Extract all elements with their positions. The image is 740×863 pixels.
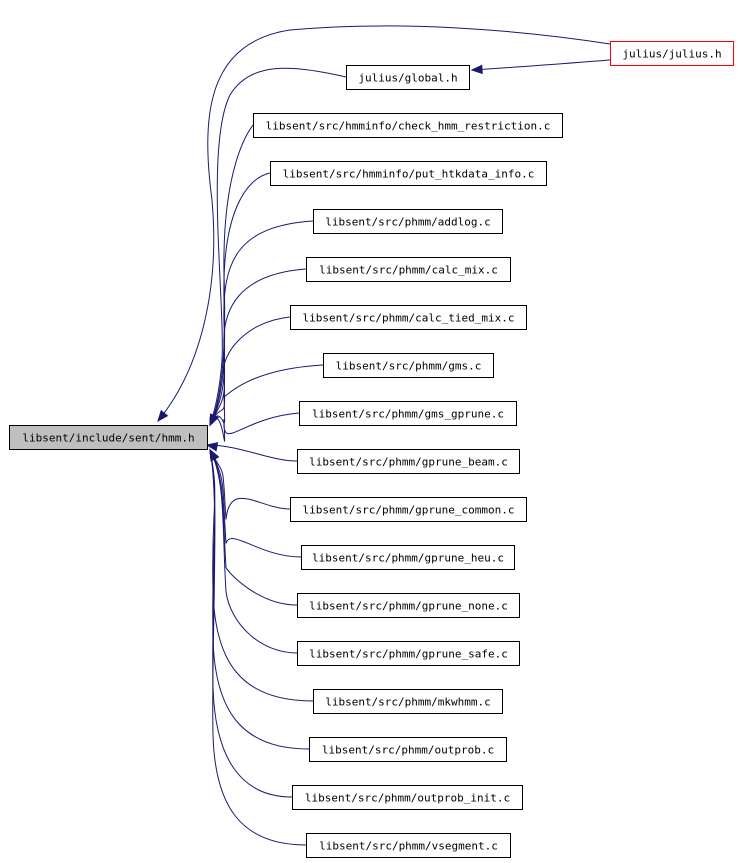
node-box bbox=[306, 257, 511, 282]
node-gprune-beam[interactable]: libsent/src/phmm/gprune_beam.c bbox=[297, 449, 520, 474]
node-label: libsent/src/phmm/gprune_none.c bbox=[309, 600, 508, 613]
node-label: libsent/src/phmm/gms.c bbox=[336, 360, 482, 373]
node-label: libsent/src/phmm/calc_mix.c bbox=[319, 264, 498, 277]
node-box bbox=[313, 209, 503, 234]
node-label: libsent/src/phmm/gprune_safe.c bbox=[309, 648, 508, 661]
edge-gms-gprune-to-hmm-h-arrowhead bbox=[209, 413, 219, 427]
edge-gprune-common-to-hmm-h bbox=[209, 449, 291, 520]
node-gprune-heu[interactable]: libsent/src/phmm/gprune_heu.c bbox=[301, 545, 515, 570]
edge-gprune-beam-to-hmm-h bbox=[206, 444, 298, 462]
node-label: libsent/src/phmm/addlog.c bbox=[325, 216, 491, 229]
node-label: libsent/src/phmm/vsegment.c bbox=[319, 840, 498, 853]
node-label: libsent/include/sent/hmm.h bbox=[22, 432, 194, 445]
edge-calc-tied-mix-to-hmm-h bbox=[209, 316, 291, 426]
node-label: libsent/src/phmm/gprune_common.c bbox=[303, 504, 515, 517]
node-box bbox=[270, 161, 547, 186]
node-label: libsent/src/hmminfo/put_htkdata_info.c bbox=[283, 168, 535, 181]
node-label: julius/julius.h bbox=[622, 48, 721, 61]
edges-layer bbox=[157, 25, 611, 846]
node-box bbox=[297, 593, 520, 618]
edge-vsegment-to-hmm-h bbox=[209, 449, 307, 846]
node-label: libsent/src/hmminfo/check_hmm_restrictio… bbox=[266, 120, 551, 133]
edge-global-h-to-hmm-h bbox=[209, 67, 347, 426]
nodes-layer: libsent/include/sent/hmm.h julius/julius.… bbox=[9, 41, 734, 858]
node-box bbox=[290, 497, 527, 522]
node-hmm-h[interactable]: libsent/include/sent/hmm.h bbox=[9, 425, 208, 450]
node-gms-gprune[interactable]: libsent/src/phmm/gms_gprune.c bbox=[299, 401, 517, 426]
node-outprob[interactable]: libsent/src/phmm/outprob.c bbox=[309, 737, 507, 762]
edge-julius-h-to-global-h-arrowhead bbox=[470, 64, 483, 75]
node-box bbox=[297, 641, 520, 666]
node-box bbox=[292, 785, 523, 810]
edge-gms-gprune-to-hmm-h bbox=[209, 412, 300, 442]
node-label: libsent/src/phmm/gms_gprune.c bbox=[312, 408, 504, 421]
edge-addlog-to-hmm-h bbox=[209, 220, 314, 426]
node-gprune-common[interactable]: libsent/src/phmm/gprune_common.c bbox=[290, 497, 527, 522]
node-put-htkdata-info[interactable]: libsent/src/hmminfo/put_htkdata_info.c bbox=[270, 161, 547, 186]
node-label: libsent/src/phmm/mkwhmm.c bbox=[325, 696, 491, 709]
node-label: libsent/src/phmm/calc_tied_mix.c bbox=[303, 312, 515, 325]
node-box bbox=[297, 449, 520, 474]
node-julius-h[interactable]: julius/julius.h bbox=[610, 41, 734, 66]
edge-julius-h-to-global-h bbox=[471, 59, 611, 71]
node-box bbox=[346, 65, 470, 90]
node-box bbox=[323, 353, 494, 378]
node-box bbox=[299, 401, 517, 426]
node-box bbox=[290, 305, 527, 330]
node-box bbox=[610, 41, 734, 66]
node-box bbox=[309, 737, 507, 762]
node-check-hmm-restriction[interactable]: libsent/src/hmminfo/check_hmm_restrictio… bbox=[253, 113, 563, 138]
node-calc-tied-mix[interactable]: libsent/src/phmm/calc_tied_mix.c bbox=[290, 305, 527, 330]
node-label: libsent/src/phmm/outprob_init.c bbox=[305, 792, 510, 805]
edge-gprune-heu-to-hmm-h bbox=[209, 449, 302, 558]
edge-julius-h-to-hmm-h bbox=[157, 25, 611, 422]
node-gprune-safe[interactable]: libsent/src/phmm/gprune_safe.c bbox=[297, 641, 520, 666]
node-box bbox=[253, 113, 563, 138]
edge-calc-mix-to-hmm-h bbox=[209, 268, 307, 426]
node-vsegment[interactable]: libsent/src/phmm/vsegment.c bbox=[306, 833, 511, 858]
edge-check-hmm-restriction-to-hmm-h bbox=[209, 124, 254, 426]
edge-gprune-beam-to-hmm-h-arrowhead bbox=[205, 442, 219, 452]
node-label: julius/global.h bbox=[358, 72, 457, 85]
node-label: libsent/src/phmm/gprune_heu.c bbox=[312, 552, 504, 565]
node-addlog[interactable]: libsent/src/phmm/addlog.c bbox=[313, 209, 503, 234]
node-global-h[interactable]: julius/global.h bbox=[346, 65, 470, 90]
node-box bbox=[301, 545, 515, 570]
edge-gms-to-hmm-h bbox=[209, 364, 324, 426]
node-label: libsent/src/phmm/gprune_beam.c bbox=[309, 456, 508, 469]
node-box bbox=[9, 425, 208, 450]
edge-vsegment-to-hmm-h-arrowhead bbox=[209, 448, 220, 462]
node-outprob-init[interactable]: libsent/src/phmm/outprob_init.c bbox=[292, 785, 523, 810]
node-box bbox=[313, 689, 503, 714]
node-label: libsent/src/phmm/outprob.c bbox=[322, 744, 494, 757]
node-calc-mix[interactable]: libsent/src/phmm/calc_mix.c bbox=[306, 257, 511, 282]
node-box bbox=[306, 833, 511, 858]
node-mkwhmm[interactable]: libsent/src/phmm/mkwhmm.c bbox=[313, 689, 503, 714]
node-gprune-none[interactable]: libsent/src/phmm/gprune_none.c bbox=[297, 593, 520, 618]
node-gms[interactable]: libsent/src/phmm/gms.c bbox=[323, 353, 494, 378]
edge-julius-h-to-hmm-h-arrowhead bbox=[157, 409, 169, 423]
edge-gprune-none-to-hmm-h bbox=[209, 449, 298, 606]
edge-gprune-safe-to-hmm-h bbox=[209, 449, 298, 654]
